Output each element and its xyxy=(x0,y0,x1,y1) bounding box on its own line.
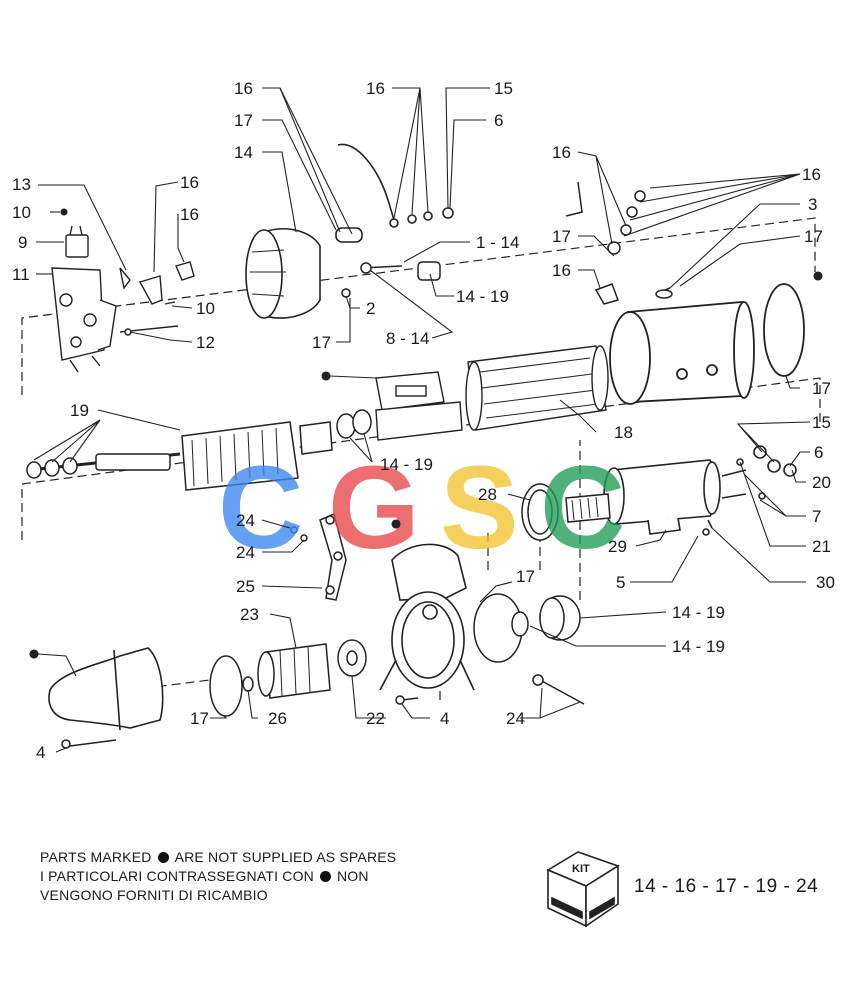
kit-box-label: KIT xyxy=(572,863,590,875)
watermark-letter-c1: C xyxy=(218,442,303,574)
label-16: 16 xyxy=(234,79,253,98)
footnote-line2-a: I PARTICOLARI CONTRASSEGNATI CON xyxy=(40,868,314,884)
label-6: 6 xyxy=(814,443,823,462)
label-17: 17 xyxy=(552,227,571,246)
label-17: 17 xyxy=(804,227,823,246)
label-16: 16 xyxy=(552,143,571,162)
label-14-19: 14 - 19 xyxy=(456,287,509,306)
label-26: 26 xyxy=(268,709,287,728)
pinion-assembly xyxy=(209,639,367,717)
footnote-line1-a: PARTS MARKED xyxy=(40,849,152,865)
footnote-line-1: PARTS MARKED ARE NOT SUPPLIED AS SPARES xyxy=(40,848,396,867)
watermark-letter-g: G xyxy=(328,442,420,574)
watermark-letter-c2: C xyxy=(540,442,625,574)
label-1-14: 1 - 14 xyxy=(476,233,519,252)
label-25: 25 xyxy=(236,577,255,596)
label-15: 15 xyxy=(812,413,831,432)
terminal-studs xyxy=(565,181,673,305)
part-labels: 16 17 14 16 15 6 13 16 10 16 9 11 10 12 … xyxy=(12,79,835,762)
shift-lever xyxy=(290,512,347,601)
label-12: 12 xyxy=(196,333,215,352)
bullet-dot-icon xyxy=(157,852,169,863)
label-24: 24 xyxy=(236,543,255,562)
label-10: 10 xyxy=(196,299,215,318)
label-14: 14 xyxy=(234,143,253,162)
bullet-dot-icon xyxy=(320,871,331,882)
pole-shoe xyxy=(375,371,463,441)
label-24: 24 xyxy=(236,511,255,530)
label-19: 19 xyxy=(70,401,89,420)
label-8-14: 8 - 14 xyxy=(386,329,429,348)
watermark-letter-s: S xyxy=(440,442,519,574)
label-17: 17 xyxy=(312,333,331,352)
plunger xyxy=(521,483,611,541)
label-14-19: 14 - 19 xyxy=(672,637,725,656)
kit-box-icon: KIT xyxy=(546,851,620,928)
bushing xyxy=(360,261,441,281)
label-14-19: 14 - 19 xyxy=(672,603,725,622)
brush-holder-assembly xyxy=(51,225,195,373)
field-coils xyxy=(465,345,609,431)
kit-part-numbers: 14 - 16 - 17 - 19 - 24 xyxy=(634,876,819,897)
label-21: 21 xyxy=(812,537,831,556)
drive-housing xyxy=(379,543,475,691)
armature xyxy=(26,409,372,491)
label-22: 22 xyxy=(366,709,385,728)
label-16: 16 xyxy=(802,165,821,184)
label-23: 23 xyxy=(240,605,259,624)
label-18: 18 xyxy=(614,423,633,442)
label-13: 13 xyxy=(12,175,31,194)
label-16: 16 xyxy=(180,205,199,224)
footnote-line1-b: ARE NOT SUPPLIED AS SPARES xyxy=(174,849,397,865)
field-lead xyxy=(337,143,454,228)
label-17: 17 xyxy=(234,111,253,130)
footnote-line-3: VENGONO FORNITI DI RICAMBIO xyxy=(40,887,268,903)
label-28: 28 xyxy=(478,485,497,504)
label-17: 17 xyxy=(190,709,209,728)
through-bolts xyxy=(395,674,585,705)
label-2: 2 xyxy=(366,299,375,318)
leader-lines xyxy=(29,87,823,753)
gaskets xyxy=(473,593,581,663)
label-4: 4 xyxy=(36,743,45,762)
commutator-end-cover xyxy=(245,227,363,319)
label-3: 3 xyxy=(808,195,817,214)
label-5: 5 xyxy=(616,573,625,592)
label-30: 30 xyxy=(816,573,835,592)
solenoid xyxy=(603,445,797,536)
footnote-line2-b: NON xyxy=(337,868,369,884)
label-14-19: 14 - 19 xyxy=(380,455,433,474)
label-11: 11 xyxy=(12,265,30,284)
label-6: 6 xyxy=(494,111,503,130)
label-24: 24 xyxy=(506,709,525,728)
label-16: 16 xyxy=(180,173,199,192)
footnote-line-2: I PARTICOLARI CONTRASSEGNATI CON NON xyxy=(40,867,396,886)
label-15: 15 xyxy=(494,79,513,98)
watermark: C G S C xyxy=(218,442,625,574)
yoke-frame xyxy=(609,283,805,405)
label-9: 9 xyxy=(18,233,27,252)
label-17: 17 xyxy=(516,567,535,586)
label-16: 16 xyxy=(366,79,385,98)
nose-housing xyxy=(48,647,164,749)
label-4: 4 xyxy=(440,709,449,728)
label-17: 17 xyxy=(812,379,831,398)
footnote: PARTS MARKED ARE NOT SUPPLIED AS SPARES I… xyxy=(40,848,396,905)
label-20: 20 xyxy=(812,473,831,492)
label-7: 7 xyxy=(812,507,821,526)
label-29: 29 xyxy=(608,537,627,556)
label-16: 16 xyxy=(552,261,571,280)
label-10: 10 xyxy=(12,203,31,222)
